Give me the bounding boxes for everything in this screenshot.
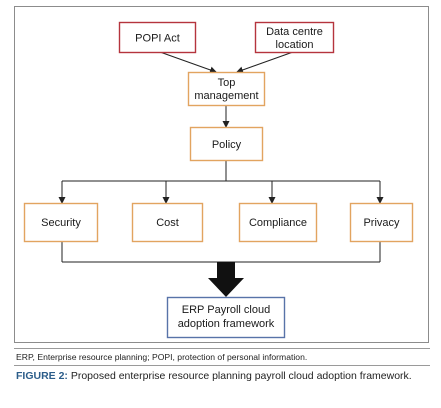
privacy-label: Privacy — [363, 217, 400, 229]
cost-label: Cost — [156, 217, 179, 229]
compliance-label: Compliance — [249, 217, 307, 229]
figure-caption-text: Proposed enterprise resource planning pa… — [67, 370, 412, 382]
caption-divider — [14, 365, 430, 366]
connector-popi-to-top-management — [159, 51, 217, 74]
large-down-arrow — [208, 262, 244, 297]
framework-label-line2: adoption framework — [178, 318, 275, 330]
compliance-box — [238, 202, 318, 243]
figure-label: FIGURE 2: — [16, 370, 68, 382]
security-box — [23, 202, 99, 243]
top-management-label-line2: management — [194, 90, 258, 102]
framework-label-line1: ERP Payroll cloud — [182, 304, 270, 316]
data-centre-label-line1: Data centre — [266, 26, 323, 38]
diagram-frame — [14, 6, 429, 343]
data-centre-box — [254, 21, 335, 54]
caption-top-rule — [14, 348, 430, 349]
top-management-label-line1: Top — [218, 77, 236, 89]
framework-diagram: POPI Act Data centre location Top manage… — [14, 6, 429, 343]
policy-box — [189, 126, 264, 162]
figure-caption: FIGURE 2: Proposed enterprise resource p… — [16, 369, 432, 383]
privacy-box — [349, 202, 414, 243]
abbreviations-note: ERP, Enterprise resource planning; POPI,… — [16, 352, 308, 362]
security-label: Security — [41, 217, 81, 229]
data-centre-label-line2: location — [276, 39, 314, 51]
popi-act-label: POPI Act — [135, 33, 180, 45]
cost-box — [131, 202, 204, 243]
framework-box — [166, 296, 286, 339]
popi-act-box — [118, 21, 197, 54]
top-management-box — [187, 71, 266, 107]
policy-label: Policy — [212, 139, 242, 151]
connector-datacentre-to-top-management — [236, 51, 294, 74]
